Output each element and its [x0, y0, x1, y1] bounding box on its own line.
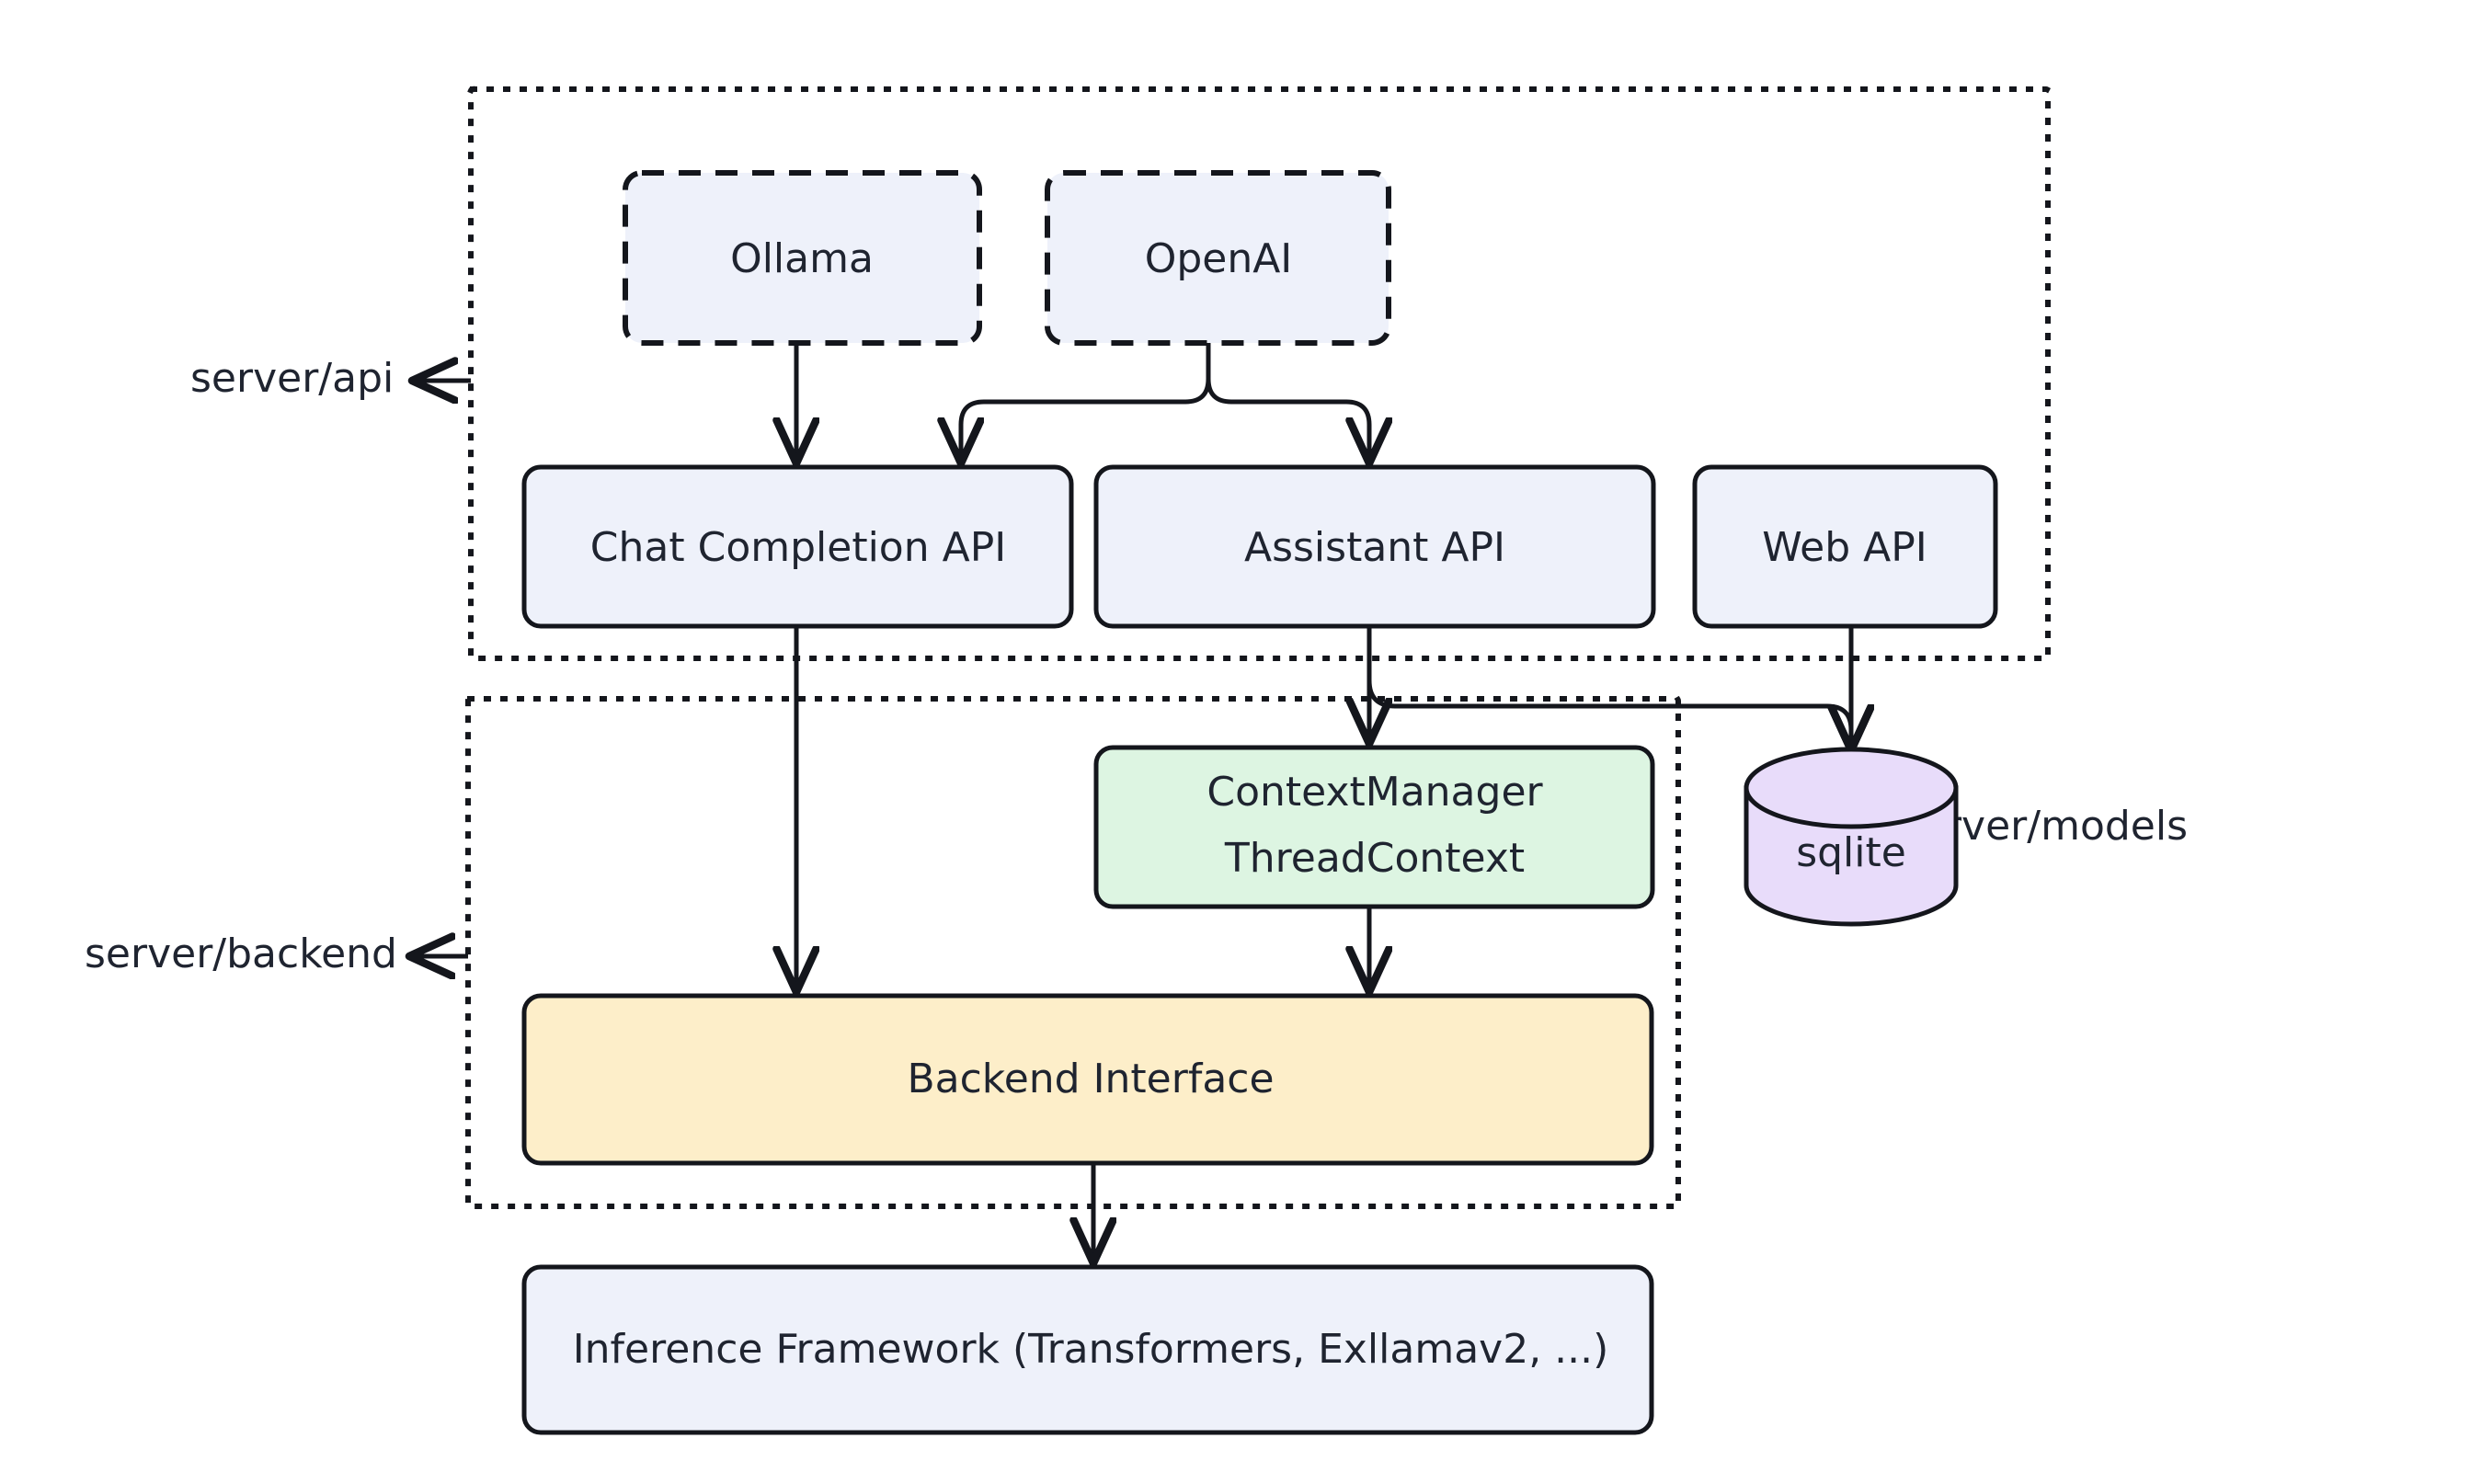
group-box-server-backend [465, 696, 1681, 1209]
node-context-manager-label-line1: ContextManager [1206, 769, 1543, 816]
node-ollama-shape [623, 170, 982, 346]
node-assistant-api-label: Assistant API [1244, 524, 1505, 571]
node-assistant-api[interactable]: Assistant API [1093, 464, 1656, 629]
edge-openai-to-chat-completion [961, 342, 1211, 460]
node-sqlite[interactable]: sqlite [1744, 747, 1959, 927]
node-backend-interface-shape [521, 993, 1654, 1166]
node-inference-framework[interactable]: Inference Framework (Transformers, Exlla… [521, 1264, 1654, 1435]
group-label-server-api: server/api [190, 355, 394, 402]
node-chat-completion-api-shape [521, 464, 1074, 629]
node-context-manager[interactable]: ContextManager ThreadContext [1093, 745, 1655, 909]
node-context-manager-shape [1093, 745, 1655, 909]
node-sqlite-label: sqlite [1796, 829, 1906, 876]
node-assistant-api-shape [1093, 464, 1656, 629]
node-ollama[interactable]: Ollama [623, 170, 982, 346]
node-inference-framework-shape [521, 1264, 1654, 1435]
node-openai-label: OpenAI [1145, 235, 1293, 282]
group-box-server-api [468, 86, 2051, 661]
node-web-api-shape [1692, 464, 1998, 629]
node-backend-interface-label: Backend Interface [907, 1056, 1274, 1102]
node-web-api[interactable]: Web API [1692, 464, 1998, 629]
node-openai-shape [1045, 170, 1391, 346]
group-label-server-backend: server/backend [85, 930, 397, 977]
edge-assistant-to-sqlite [1367, 679, 1851, 747]
node-chat-completion-api[interactable]: Chat Completion API [521, 464, 1074, 629]
node-web-api-label: Web API [1762, 524, 1927, 571]
node-chat-completion-api-label: Chat Completion API [590, 524, 1006, 571]
node-backend-interface[interactable]: Backend Interface [521, 993, 1654, 1166]
node-ollama-label: Ollama [730, 235, 874, 282]
node-inference-framework-label: Inference Framework (Transformers, Exlla… [573, 1326, 1609, 1373]
node-context-manager-label-line2: ThreadContext [1224, 835, 1525, 882]
node-sqlite-top [1744, 747, 1959, 829]
edge-openai-to-assistant [1206, 378, 1369, 460]
node-openai[interactable]: OpenAI [1045, 170, 1391, 346]
